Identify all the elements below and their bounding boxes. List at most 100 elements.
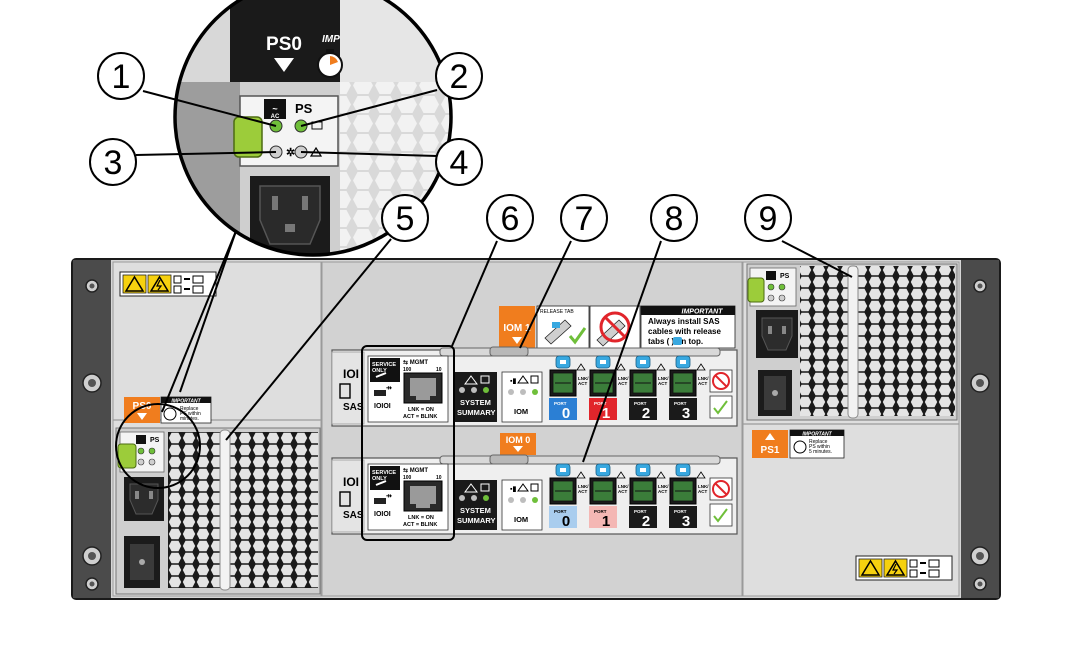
callout-6: 6 bbox=[486, 194, 534, 242]
callout-circle bbox=[560, 194, 608, 242]
system-summary-label: SYSTEM bbox=[460, 506, 491, 515]
iom-lever-grip[interactable] bbox=[489, 346, 529, 357]
ps0-ps-led bbox=[148, 447, 156, 455]
right-power-supply: PS PS1 IMPORTANT Replace PS within 5 min… bbox=[746, 263, 958, 459]
fault-icon bbox=[656, 471, 666, 479]
callout-number: 7 bbox=[575, 200, 594, 238]
system-led bbox=[483, 387, 489, 393]
ps1-ac-led bbox=[767, 283, 775, 291]
lnk-act-label: ACT bbox=[578, 489, 587, 494]
iom-lever-grip[interactable] bbox=[489, 454, 529, 465]
locate-icon bbox=[480, 375, 490, 384]
iom-led bbox=[508, 389, 514, 395]
service-only-label: ONLY bbox=[372, 476, 387, 482]
usb-port[interactable] bbox=[374, 498, 386, 504]
fault-icon bbox=[696, 363, 706, 371]
act-legend: ACT = BLINK bbox=[403, 414, 437, 420]
up-arrow-icon bbox=[765, 433, 775, 440]
callout-number: 3 bbox=[104, 144, 123, 182]
port-number-badge bbox=[549, 506, 577, 528]
port-number: 3 bbox=[682, 405, 690, 422]
prohibited-icon bbox=[599, 311, 631, 343]
down-arrow-icon bbox=[512, 337, 522, 344]
port-label: PORT bbox=[634, 509, 647, 514]
magnified-ps-label: PS0 bbox=[266, 34, 302, 55]
system-summary-label: SUMMARY bbox=[457, 408, 495, 417]
iom-1-header: IOM 1 RELEASE TAB IMPORTANT Always insta… bbox=[499, 305, 736, 349]
speed-100-label: 100 bbox=[403, 367, 412, 373]
speed-10-label: 10 bbox=[436, 367, 442, 373]
magnified-ps-short-label: PS bbox=[295, 101, 313, 116]
usb-port[interactable] bbox=[374, 390, 386, 396]
port-number-badge bbox=[589, 398, 617, 420]
magnifier-inset: PS0 IMP ~ AC PS ✲ bbox=[115, 0, 453, 489]
callout-3: 3 bbox=[89, 138, 137, 186]
lnk-act-label: ACT bbox=[698, 381, 707, 386]
service-only-badge bbox=[370, 358, 400, 382]
lnk-act-label: ACT bbox=[658, 381, 667, 386]
iom-status-panel bbox=[501, 371, 543, 423]
system-led bbox=[483, 495, 489, 501]
timer-icon bbox=[163, 407, 177, 421]
system-led bbox=[471, 387, 477, 393]
port-number-badge bbox=[629, 506, 657, 528]
caution-icon bbox=[124, 275, 145, 292]
signal-icon: ▪▮ bbox=[510, 378, 516, 385]
lnk-act-label: LNK/ bbox=[658, 484, 669, 489]
ac-icon: ~ bbox=[272, 104, 277, 114]
electric-hazard-icon bbox=[149, 275, 170, 292]
service-panel-bracket bbox=[361, 345, 455, 541]
iom-led bbox=[520, 497, 526, 503]
iom-important-line1: Always install SAS bbox=[648, 317, 720, 326]
iom-ejector-lever[interactable] bbox=[439, 347, 721, 357]
lnk-act-label: LNK/ bbox=[698, 376, 709, 381]
callout-circle bbox=[486, 194, 534, 242]
iom0-tag bbox=[500, 433, 536, 455]
down-arrow-icon bbox=[137, 413, 147, 420]
iom-led bbox=[520, 389, 526, 395]
iom-led bbox=[532, 497, 538, 503]
iom0-tag-label: IOM 0 bbox=[506, 435, 531, 445]
lnk-act-label: ACT bbox=[618, 381, 627, 386]
port-label: PORT bbox=[674, 509, 687, 514]
port-number-badge bbox=[549, 398, 577, 420]
disk-icon bbox=[339, 383, 351, 399]
usb-icon: ⇸ bbox=[386, 493, 392, 500]
port-number: 2 bbox=[642, 405, 650, 422]
locate-icon bbox=[530, 375, 539, 384]
port-label: PORT bbox=[554, 401, 567, 406]
caution-icon bbox=[860, 559, 881, 576]
left-rack-ear bbox=[73, 260, 111, 598]
lnk-act-label: LNK/ bbox=[618, 376, 629, 381]
right-rack-ear bbox=[961, 260, 999, 598]
act-legend: ACT = BLINK bbox=[403, 522, 437, 528]
iom-important-title: IMPORTANT bbox=[682, 309, 724, 316]
lnk-act-label: LNK/ bbox=[618, 484, 629, 489]
magnifier-leader-line bbox=[179, 230, 237, 393]
wrench-icon bbox=[375, 372, 387, 378]
system-led bbox=[471, 495, 477, 501]
ps0-fault-led bbox=[148, 458, 156, 466]
iom-ejector-lever[interactable] bbox=[439, 455, 721, 465]
callout-4: 4 bbox=[435, 138, 483, 186]
port-number: 3 bbox=[682, 513, 690, 530]
service-only-label: ONLY bbox=[372, 368, 387, 374]
electric-hazard-icon bbox=[885, 559, 906, 576]
port-label: PORT bbox=[594, 401, 607, 406]
port-number: 2 bbox=[642, 513, 650, 530]
service-only-label: SERVICE bbox=[372, 362, 396, 368]
callout-circle bbox=[650, 194, 698, 242]
callout-number: 4 bbox=[450, 144, 469, 182]
ps1-replace-text: Replace bbox=[809, 439, 828, 445]
fault-icon bbox=[576, 363, 586, 371]
blue-tab-icon bbox=[673, 337, 682, 345]
